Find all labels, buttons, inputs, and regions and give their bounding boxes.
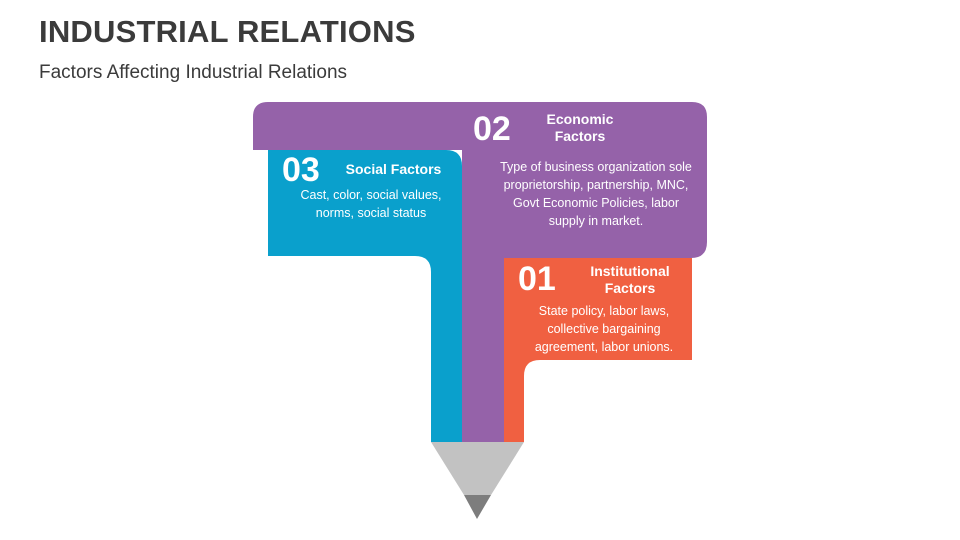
economic-factor-description: Type of business organization sole propr… [500, 160, 692, 228]
pencil-lead [464, 495, 491, 519]
economic-factor-title: Economic Factors [546, 111, 614, 144]
economic-factor-number: 02 [473, 110, 511, 148]
page-title: INDUSTRIAL RELATIONS [39, 14, 416, 49]
pencil-tip [431, 442, 524, 495]
institutional-factor-description: State policy, labor laws, collective bar… [534, 304, 674, 354]
social-factor-number: 03 [282, 151, 320, 189]
economic-factor-shape [253, 102, 707, 442]
institutional-factor-number: 01 [518, 260, 556, 298]
institutional-factor-title: Institutional Factors [590, 263, 670, 296]
page-subtitle: Factors Affecting Industrial Relations [39, 62, 348, 83]
social-factor-shape [268, 150, 462, 442]
institutional-factor-shape [504, 258, 692, 442]
social-factor-description: Cast, color, social values, norms, socia… [300, 188, 442, 220]
social-factor-title: Social Factors [345, 161, 442, 177]
